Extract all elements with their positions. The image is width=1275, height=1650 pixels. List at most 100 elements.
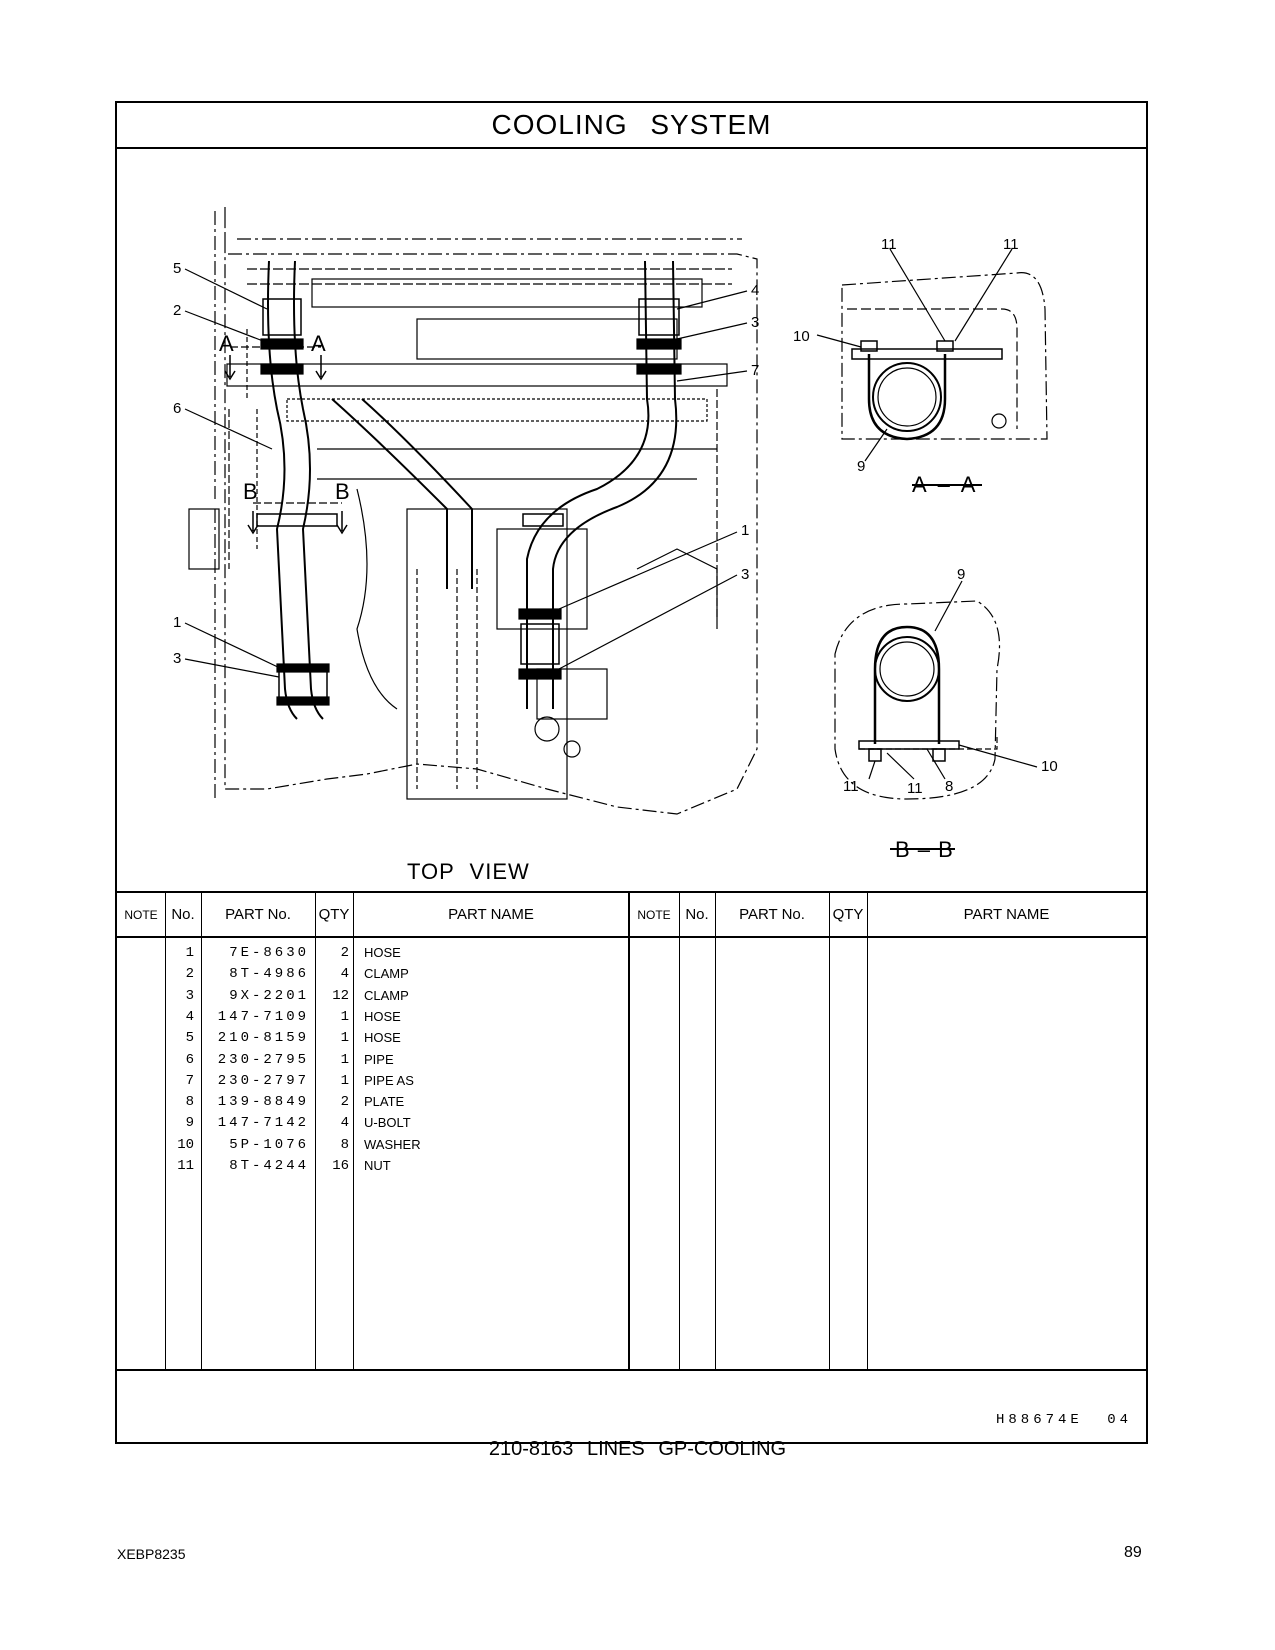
part-number-index: 8 xyxy=(185,1094,194,1111)
part-number: 147-7109 xyxy=(217,1008,309,1025)
page-frame: COOLING SYSTEM xyxy=(115,101,1148,1444)
part-number-index: 3 xyxy=(185,987,194,1004)
column-divider xyxy=(715,893,716,1369)
part-name: HOSE xyxy=(364,1030,401,1046)
part-number: 5P-1076 xyxy=(229,1136,309,1153)
column-divider xyxy=(315,893,316,1369)
callout-6: 6 xyxy=(173,400,182,417)
part-number: 147-7142 xyxy=(217,1115,309,1132)
part-name: WASHER xyxy=(364,1136,421,1152)
section-mark-a-right: A xyxy=(311,331,327,356)
part-name: HOSE xyxy=(364,945,401,960)
quantity: 8 xyxy=(340,1136,349,1153)
table-row: 5 210-8159 1 HOSE xyxy=(117,1030,1146,1052)
part-number: 139-8849 xyxy=(217,1094,309,1111)
column-divider-center xyxy=(628,893,630,1369)
header-no: No. xyxy=(171,906,195,923)
page-number: 89 xyxy=(1124,1544,1142,1561)
header-part-no: PART No. xyxy=(225,906,291,923)
aa-callout-10: 10 xyxy=(793,328,810,345)
part-name: HOSE xyxy=(364,1008,401,1024)
quantity: 1 xyxy=(340,1008,349,1025)
bb-callout-11-left: 11 xyxy=(843,778,859,795)
column-divider xyxy=(165,893,166,1369)
column-divider xyxy=(829,893,830,1369)
part-number: 7E-8630 xyxy=(229,945,309,961)
reference-code: H88674E 04 xyxy=(995,1412,1132,1428)
part-number: 8T-4986 xyxy=(229,966,309,983)
part-number-index: 7 xyxy=(185,1072,194,1089)
part-number-index: 2 xyxy=(185,966,194,983)
column-divider xyxy=(201,893,202,1369)
part-number-index: 6 xyxy=(185,1051,194,1068)
quantity: 2 xyxy=(340,1094,349,1111)
section-bb-label: B – B xyxy=(895,837,954,862)
part-name: PIPE xyxy=(364,1051,394,1067)
page-title: COOLING SYSTEM xyxy=(117,103,1146,149)
callout-1-left: 1 xyxy=(173,614,182,631)
aa-callout-9: 9 xyxy=(857,458,866,475)
bb-callout-11-right: 11 xyxy=(907,780,923,797)
parts-diagram: 5 2 6 1 3 4 3 7 1 3 A A B B 11 11 10 9 A… xyxy=(117,149,1146,891)
part-name: NUT xyxy=(364,1158,391,1173)
part-name: PIPE AS xyxy=(364,1072,414,1088)
part-number-index: 9 xyxy=(185,1115,194,1132)
header-note: NOTE xyxy=(124,907,158,922)
bb-callout-8: 8 xyxy=(945,778,954,795)
quantity: 4 xyxy=(340,966,349,983)
quantity: 16 xyxy=(332,1158,349,1174)
diagram-drawing xyxy=(184,207,1048,850)
column-divider xyxy=(867,893,868,1369)
table-row: 8 139-8849 2 PLATE xyxy=(117,1094,1146,1116)
part-number: 9X-2201 xyxy=(229,987,309,1004)
quantity: 1 xyxy=(340,1051,349,1068)
top-view-label: TOP VIEW xyxy=(407,859,530,884)
header-part-no-right: PART No. xyxy=(739,906,805,923)
column-divider xyxy=(679,893,680,1369)
part-name: PLATE xyxy=(364,1094,405,1110)
part-number-index: 4 xyxy=(185,1008,194,1025)
table-row: 4 147-7109 1 HOSE xyxy=(117,1009,1146,1031)
section-mark-b-left: B xyxy=(243,479,259,504)
aa-callout-11-right: 11 xyxy=(1003,236,1019,253)
header-qty-right: QTY xyxy=(832,906,864,923)
parts-table: NOTE No. PART No. QTY PART NAME NOTE No.… xyxy=(117,891,1146,1371)
quantity: 12 xyxy=(332,987,349,1004)
callout-1-right: 1 xyxy=(741,522,750,539)
part-number: 230-2797 xyxy=(217,1072,309,1089)
group-title: 210-8163 LINES GP-COOLING xyxy=(488,1438,787,1460)
part-number-index: 11 xyxy=(177,1158,194,1174)
callout-5: 5 xyxy=(173,260,182,277)
header-part-name-right: PART NAME xyxy=(963,906,1050,923)
table-row: 6 230-2795 1 PIPE xyxy=(117,1052,1146,1074)
document-id: XEBP8235 xyxy=(117,1546,186,1562)
part-name: CLAMP xyxy=(364,966,409,982)
section-mark-b-right: B xyxy=(335,479,351,504)
bb-callout-10: 10 xyxy=(1041,758,1058,775)
table-row: 11 8T-4244 16 NUT xyxy=(117,1158,1146,1180)
quantity: 2 xyxy=(340,945,349,961)
table-header-row: NOTE No. PART No. QTY PART NAME NOTE No.… xyxy=(117,893,1146,938)
part-number: 230-2795 xyxy=(217,1051,309,1068)
table-row: 2 8T-4986 4 CLAMP xyxy=(117,966,1146,988)
header-note-right: NOTE xyxy=(637,907,671,922)
part-number: 210-8159 xyxy=(217,1030,309,1047)
part-number: 8T-4244 xyxy=(229,1158,309,1174)
part-number-index: 5 xyxy=(185,1030,194,1047)
header-qty: QTY xyxy=(318,906,350,923)
callout-7: 7 xyxy=(751,362,760,379)
header-no-right: No. xyxy=(685,906,709,923)
quantity: 4 xyxy=(340,1115,349,1132)
callout-3-left: 3 xyxy=(173,650,182,667)
callout-2: 2 xyxy=(173,302,182,319)
quantity: 1 xyxy=(340,1030,349,1047)
header-part-name: PART NAME xyxy=(448,906,534,923)
callout-4: 4 xyxy=(751,282,760,299)
column-divider xyxy=(353,893,354,1369)
bb-callout-9: 9 xyxy=(957,566,966,583)
